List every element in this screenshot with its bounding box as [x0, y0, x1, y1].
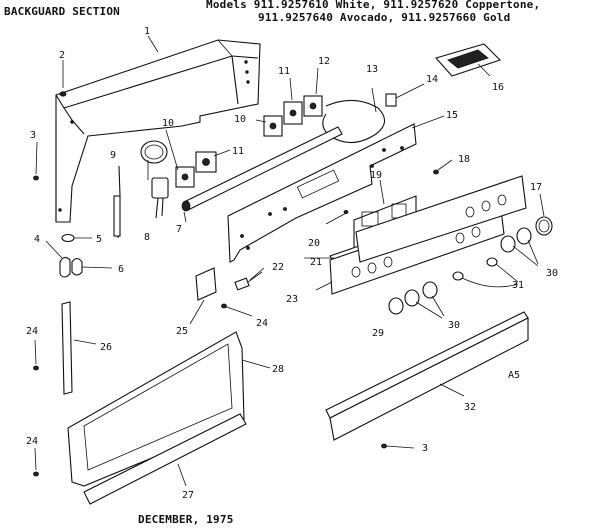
callout-8: 8 [144, 232, 150, 243]
upper-escutcheon [355, 175, 527, 263]
bulb-socket-22 [234, 271, 263, 291]
knob-29 [388, 297, 404, 315]
knobs-30-upper [500, 227, 539, 267]
screw-24-left-lower [33, 447, 39, 477]
callout-31: 31 [512, 280, 524, 291]
callout-25: 25 [176, 326, 188, 337]
clock-8 [140, 140, 169, 219]
bracket-26 [61, 301, 97, 395]
callout-4: 4 [34, 234, 40, 245]
manual-card-16 [435, 43, 502, 77]
callout-12: 12 [318, 56, 330, 67]
callout-29: 29 [372, 328, 384, 339]
models-line-1: Models 911.9257610 White, 911.9257620 Co… [206, 0, 541, 11]
switch-10-left [175, 166, 195, 188]
models-line-2: 911.9257640 Avocado, 911.9257660 Gold [258, 11, 511, 24]
callout-10-left: 10 [162, 118, 174, 129]
callout-7: 7 [176, 224, 182, 235]
connector-14 [385, 93, 397, 107]
socket-6 [71, 257, 113, 276]
switch-11-upper [283, 101, 303, 125]
fluorescent-tube-7 [181, 126, 343, 212]
callout-1: 1 [144, 26, 150, 37]
section-title: BACKGUARD SECTION [4, 5, 120, 18]
screw-24-left-upper [33, 339, 39, 371]
callout-27: 27 [182, 490, 194, 501]
callout-32: 32 [464, 402, 476, 413]
switch-10-upper [263, 115, 283, 137]
callout-11-upper: 11 [278, 66, 290, 77]
callout-21: 21 [310, 257, 322, 268]
bracket-9 [113, 165, 121, 239]
callout-14: 14 [426, 74, 438, 85]
callout-24-mid: 24 [256, 318, 268, 329]
lens-25 [195, 267, 217, 301]
screw-3-left [33, 141, 39, 181]
knobs-30-lower [404, 281, 445, 319]
callout-15: 15 [446, 110, 458, 121]
bottom-trim-27 [83, 413, 247, 505]
screw-20 [325, 209, 349, 225]
screw-2 [59, 64, 67, 97]
callout-5: 5 [96, 234, 102, 245]
callout-labels: 1 2 3 4 5 6 7 8 9 10 10 11 11 12 13 14 1… [26, 26, 558, 501]
backguard-shell [55, 39, 261, 223]
callout-24-left-upper: 24 [26, 326, 38, 337]
callout-10-upper: 10 [234, 114, 246, 125]
signal-lights-31 [452, 257, 519, 288]
callout-23: 23 [286, 294, 298, 305]
callout-18: 18 [458, 154, 470, 165]
switch-11-left [195, 151, 217, 173]
callout-17: 17 [530, 182, 542, 193]
callout-11-left: 11 [232, 146, 244, 157]
callout-9: 9 [110, 150, 116, 161]
callout-30-lower: 30 [448, 320, 460, 331]
bottom-rail-32 [325, 311, 529, 441]
callout-19: 19 [370, 170, 382, 181]
leader-lines [62, 35, 545, 325]
callout-6: 6 [118, 264, 124, 275]
screw-3-bottom [381, 443, 415, 449]
callout-20: 20 [308, 238, 320, 249]
callout-28: 28 [272, 364, 284, 375]
control-panel-15 [227, 123, 417, 263]
clip-5 [61, 233, 92, 243]
footer-date: DECEMBER, 1975 [138, 513, 234, 526]
diagram-code: A5 [508, 370, 520, 381]
callout-22: 22 [272, 262, 284, 273]
screw-18 [433, 159, 453, 175]
callout-16: 16 [492, 82, 504, 93]
callout-13: 13 [366, 64, 378, 75]
socket-4 [45, 240, 71, 278]
switch-12 [303, 95, 323, 117]
callout-30-upper: 30 [546, 268, 558, 279]
wire-harness-13 [322, 87, 386, 144]
screw-24-mid [221, 303, 253, 317]
knob-17 [535, 216, 553, 236]
callout-3: 3 [30, 130, 36, 141]
callout-3-bottom: 3 [422, 443, 428, 454]
callout-26: 26 [100, 342, 112, 353]
callout-2: 2 [59, 50, 65, 61]
callout-24-left-lower: 24 [26, 436, 38, 447]
